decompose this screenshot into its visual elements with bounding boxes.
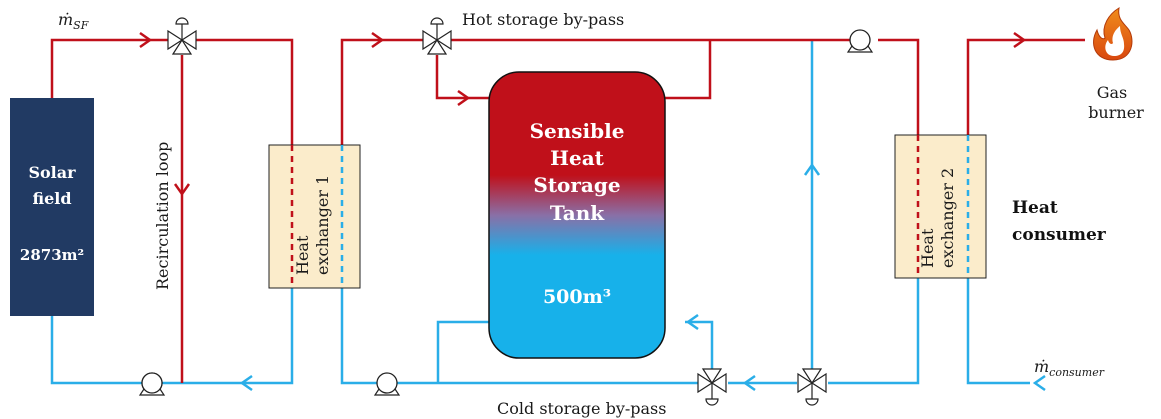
storage-tank: Sensible Heat Storage Tank 500m³	[488, 71, 666, 359]
cold-bypass-label: Cold storage by-pass	[497, 399, 666, 418]
pump-icon	[373, 372, 401, 396]
heat-exchanger-1: Heat exchanger 1	[268, 144, 361, 289]
hot-pipes	[50, 38, 1085, 383]
tank-line1: Sensible	[530, 119, 625, 143]
flame-icon	[1093, 7, 1133, 61]
arrow-down-icon	[173, 183, 191, 197]
hx1-label-line2: exchanger 1	[313, 175, 332, 275]
tank-line3: Storage	[533, 173, 620, 197]
arrow-up-icon	[803, 162, 821, 176]
three-way-valve-icon	[167, 17, 197, 55]
three-way-valve-icon	[422, 17, 452, 55]
tank-volume: 500m³	[543, 286, 611, 308]
arrow-right-icon	[371, 31, 385, 49]
tank-line2: Heat	[550, 146, 605, 170]
pump-icon	[846, 29, 874, 53]
pump-icon	[138, 372, 166, 396]
three-way-valve-icon	[697, 368, 727, 406]
gas-burner-label-line1: Gas	[1097, 83, 1128, 102]
tank-line4: Tank	[550, 201, 605, 225]
flow-arrows	[139, 31, 1046, 392]
hx1-label-line1: Heat	[293, 235, 312, 275]
solar-field: Solar field 2873m²	[10, 98, 94, 316]
m-sf-label: ṁSF	[58, 10, 89, 32]
solar-field-area: 2873m²	[20, 246, 84, 264]
heat-consumer-label-line2: consumer	[1012, 225, 1107, 245]
arrow-right-icon	[139, 31, 153, 49]
hx2-label-line2: exchanger 2	[938, 168, 957, 268]
arrow-left-icon	[685, 313, 699, 331]
arrow-left-icon	[742, 374, 756, 392]
arrow-left-icon	[1032, 374, 1046, 392]
arrow-right-icon	[457, 89, 471, 107]
hot-bypass-label: Hot storage by-pass	[462, 10, 624, 29]
gas-burner-label-line2: burner	[1088, 103, 1144, 122]
three-way-valve-icon	[797, 368, 827, 406]
arrow-left-icon	[239, 374, 253, 392]
solar-field-line1: Solar	[28, 163, 76, 182]
hx2-label-line1: Heat	[918, 228, 937, 268]
m-consumer-label: ṁconsumer	[1034, 357, 1105, 379]
heat-consumer-label-line1: Heat	[1012, 198, 1058, 218]
recirculation-loop-label: Recirculation loop	[153, 142, 172, 290]
arrow-right-icon	[1013, 31, 1027, 49]
heat-exchanger-2: Heat exchanger 2	[894, 134, 987, 279]
solar-field-line2: field	[32, 189, 71, 208]
